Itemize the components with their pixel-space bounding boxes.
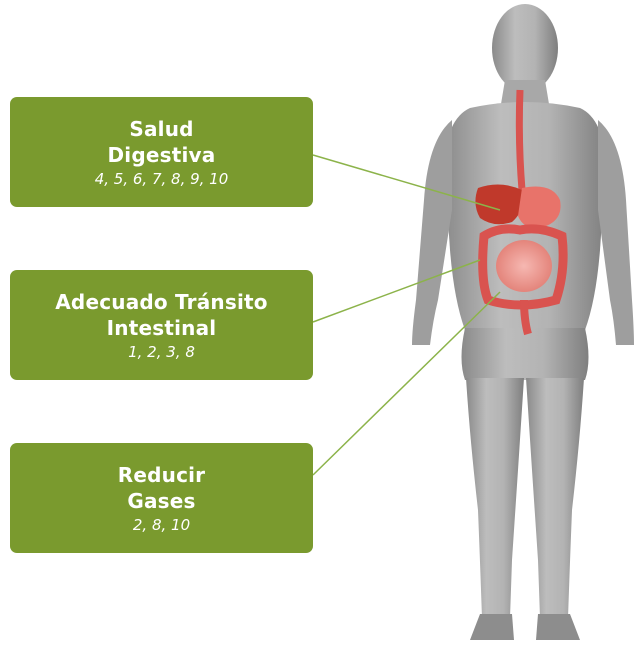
box-title-line2: Gases [127, 488, 195, 514]
box-references: 1, 2, 3, 8 [128, 342, 195, 362]
transito-intestinal-box: Adecuado Tránsito Intestinal 1, 2, 3, 8 [10, 270, 313, 380]
box-title-line2: Digestiva [108, 142, 216, 168]
box-title-line1: Reducir [118, 462, 206, 488]
box-references: 4, 5, 6, 7, 8, 9, 10 [95, 169, 229, 189]
salud-digestiva-box: Salud Digestiva 4, 5, 6, 7, 8, 9, 10 [10, 97, 313, 207]
reducir-gases-box: Reducir Gases 2, 8, 10 [10, 443, 313, 553]
box-title-line1: Salud [129, 116, 193, 142]
box-references: 2, 8, 10 [133, 515, 190, 535]
box-title-line1: Adecuado Tránsito [55, 289, 267, 315]
box-title-line2: Intestinal [107, 315, 217, 341]
connector-transito [313, 260, 480, 322]
